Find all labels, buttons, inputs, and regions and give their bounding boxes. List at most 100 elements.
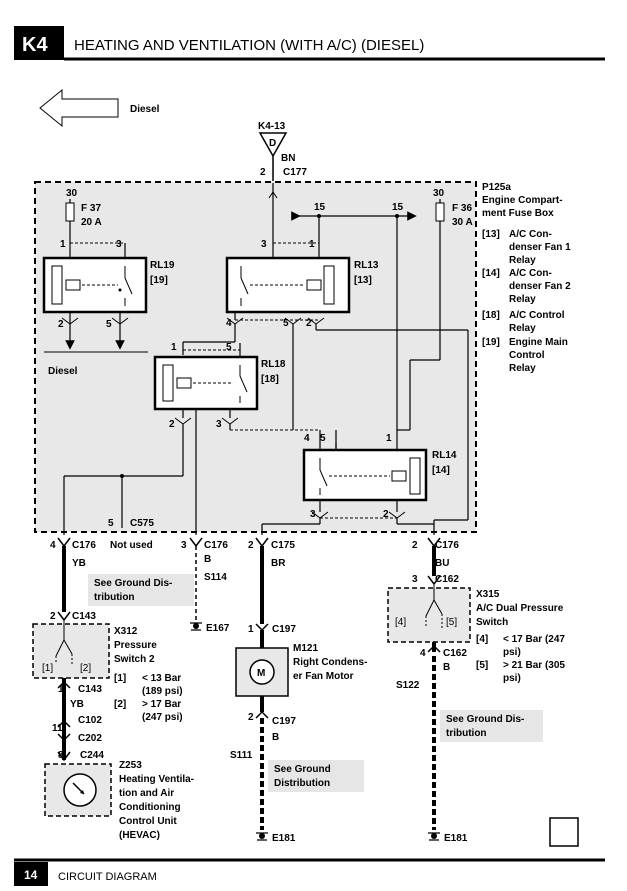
- svg-text:C162: C162: [435, 574, 459, 585]
- svg-text:Relay: Relay: [509, 255, 536, 266]
- svg-text:tribution: tribution: [446, 728, 487, 739]
- x312-specs: [1] < 13 Bar (189 psi) [2] > 17 Bar (247…: [114, 673, 183, 723]
- svg-text:(HEVAC): (HEVAC): [119, 830, 160, 841]
- source-conn-pin: 2: [260, 167, 266, 178]
- header-code-box: [14, 26, 64, 60]
- svg-text:C202: C202: [78, 733, 102, 744]
- header-code: K4: [22, 34, 48, 56]
- svg-text:A/C Dual Pressure: A/C Dual Pressure: [476, 603, 564, 614]
- svg-text:15: 15: [392, 202, 404, 213]
- svg-text:4: 4: [50, 540, 56, 551]
- svg-text:[4]: [4]: [395, 617, 406, 628]
- svg-text:C175: C175: [271, 540, 295, 551]
- svg-text:3: 3: [216, 419, 222, 430]
- svg-text:C197: C197: [272, 624, 296, 635]
- svg-text:[2]: [2]: [80, 663, 91, 674]
- svg-text:2: 2: [383, 509, 389, 520]
- svg-text:1: 1: [309, 239, 315, 250]
- svg-text:4: 4: [226, 318, 232, 329]
- arrow-label: Diesel: [130, 104, 160, 115]
- svg-text:C143: C143: [72, 611, 96, 622]
- svg-text:Control: Control: [509, 350, 545, 361]
- relay-rl19: 1 3 RL19 [19] 2 5: [42, 239, 175, 350]
- page-number-box: [14, 862, 48, 886]
- svg-text:(247 psi): (247 psi): [142, 712, 183, 723]
- svg-text:3: 3: [261, 239, 267, 250]
- svg-text:C176: C176: [204, 540, 228, 551]
- svg-text:E181: E181: [444, 833, 468, 844]
- svg-text:C575: C575: [130, 518, 154, 529]
- source-pin: D: [269, 138, 276, 149]
- relay-legend: [13] A/C Con- denser Fan 1 Relay [14] A/…: [482, 229, 571, 374]
- svg-text:5: 5: [226, 342, 232, 353]
- svg-text:Heating Ventila-: Heating Ventila-: [119, 774, 194, 785]
- svg-text:Pressure: Pressure: [114, 640, 157, 651]
- svg-text:Switch: Switch: [476, 617, 508, 628]
- svg-text:[1]: [1]: [114, 673, 126, 684]
- svg-text:X315: X315: [476, 589, 500, 600]
- svg-text:RL18: RL18: [261, 359, 286, 370]
- svg-text:1: 1: [248, 624, 254, 635]
- svg-text:YB: YB: [72, 558, 86, 569]
- svg-text:er Fan Motor: er Fan Motor: [293, 671, 354, 682]
- svg-text:[19]: [19]: [482, 337, 500, 348]
- svg-text:S111: S111: [230, 750, 253, 761]
- svg-text:[4]: [4]: [476, 634, 488, 645]
- svg-text:B: B: [204, 554, 211, 565]
- svg-text:[18]: [18]: [482, 310, 500, 321]
- arrow-left-icon: [39, 88, 119, 128]
- svg-text:[5]: [5]: [446, 617, 457, 628]
- svg-text:2: 2: [248, 712, 254, 723]
- svg-text:[1]: [1]: [42, 663, 53, 674]
- svg-text:Relay: Relay: [509, 294, 536, 305]
- fuse-f36-icon: [435, 202, 445, 222]
- svg-text:RL19: RL19: [150, 260, 175, 271]
- svg-text:C244: C244: [80, 750, 104, 761]
- ground-e167-icon: [193, 623, 199, 629]
- svg-text:Not used: Not used: [110, 540, 153, 551]
- svg-text:[14]: [14]: [432, 465, 450, 476]
- svg-text:E167: E167: [206, 623, 230, 634]
- svg-text:Engine Main: Engine Main: [509, 337, 568, 348]
- svg-text:2: 2: [306, 318, 312, 329]
- svg-text:tion and Air: tion and Air: [119, 788, 174, 799]
- svg-text:A/C Control: A/C Control: [509, 310, 565, 321]
- page-title: HEATING AND VENTILATION (WITH A/C) (DIES…: [74, 37, 424, 54]
- svg-text:psi): psi): [503, 673, 521, 684]
- svg-text:2: 2: [50, 611, 56, 622]
- svg-text:11: 11: [52, 723, 63, 734]
- svg-text:Relay: Relay: [509, 323, 536, 334]
- svg-text:Relay: Relay: [509, 363, 536, 374]
- output-connectors: 4 C176 Not used 3 C176 B 2 C175 BR 2 C17…: [50, 537, 459, 569]
- svg-text:A/C Con-: A/C Con-: [509, 268, 552, 279]
- svg-text:[13]: [13]: [354, 275, 372, 286]
- svg-text:S114: S114: [204, 572, 227, 583]
- ground-e181-icon: [259, 833, 265, 839]
- svg-text:C143: C143: [78, 684, 102, 695]
- fusebox-desc-1: Engine Compart-: [482, 195, 563, 206]
- svg-text:[14]: [14]: [482, 268, 500, 279]
- motor-icon: [249, 659, 275, 685]
- svg-text:BU: BU: [435, 558, 449, 569]
- svg-text:S122: S122: [396, 680, 420, 691]
- svg-text:Control Unit: Control Unit: [119, 816, 177, 827]
- svg-text:> 21 Bar (305: > 21 Bar (305: [503, 660, 565, 671]
- svg-text:X312: X312: [114, 626, 138, 637]
- fusebox-desc-2: ment Fuse Box: [482, 208, 554, 219]
- svg-text:denser Fan 2: denser Fan 2: [509, 281, 571, 292]
- svg-text:2: 2: [248, 540, 254, 551]
- svg-text:See Ground Dis-: See Ground Dis-: [446, 714, 524, 725]
- footer-label: CIRCUIT DIAGRAM: [58, 871, 157, 883]
- svg-text:2: 2: [58, 319, 64, 330]
- svg-text:3: 3: [310, 509, 316, 520]
- fan-motor-m121: M M121 Right Condens- er Fan Motor: [235, 643, 367, 697]
- svg-text:3: 3: [116, 239, 122, 250]
- fuse-f37-icon: [65, 202, 75, 222]
- svg-text:[19]: [19]: [150, 275, 168, 286]
- svg-text:[5]: [5]: [476, 660, 488, 671]
- svg-text:2: 2: [169, 419, 175, 430]
- source-conn: C177: [283, 167, 307, 178]
- svg-text:2: 2: [412, 540, 418, 551]
- svg-text:Right Condens-: Right Condens-: [293, 657, 367, 668]
